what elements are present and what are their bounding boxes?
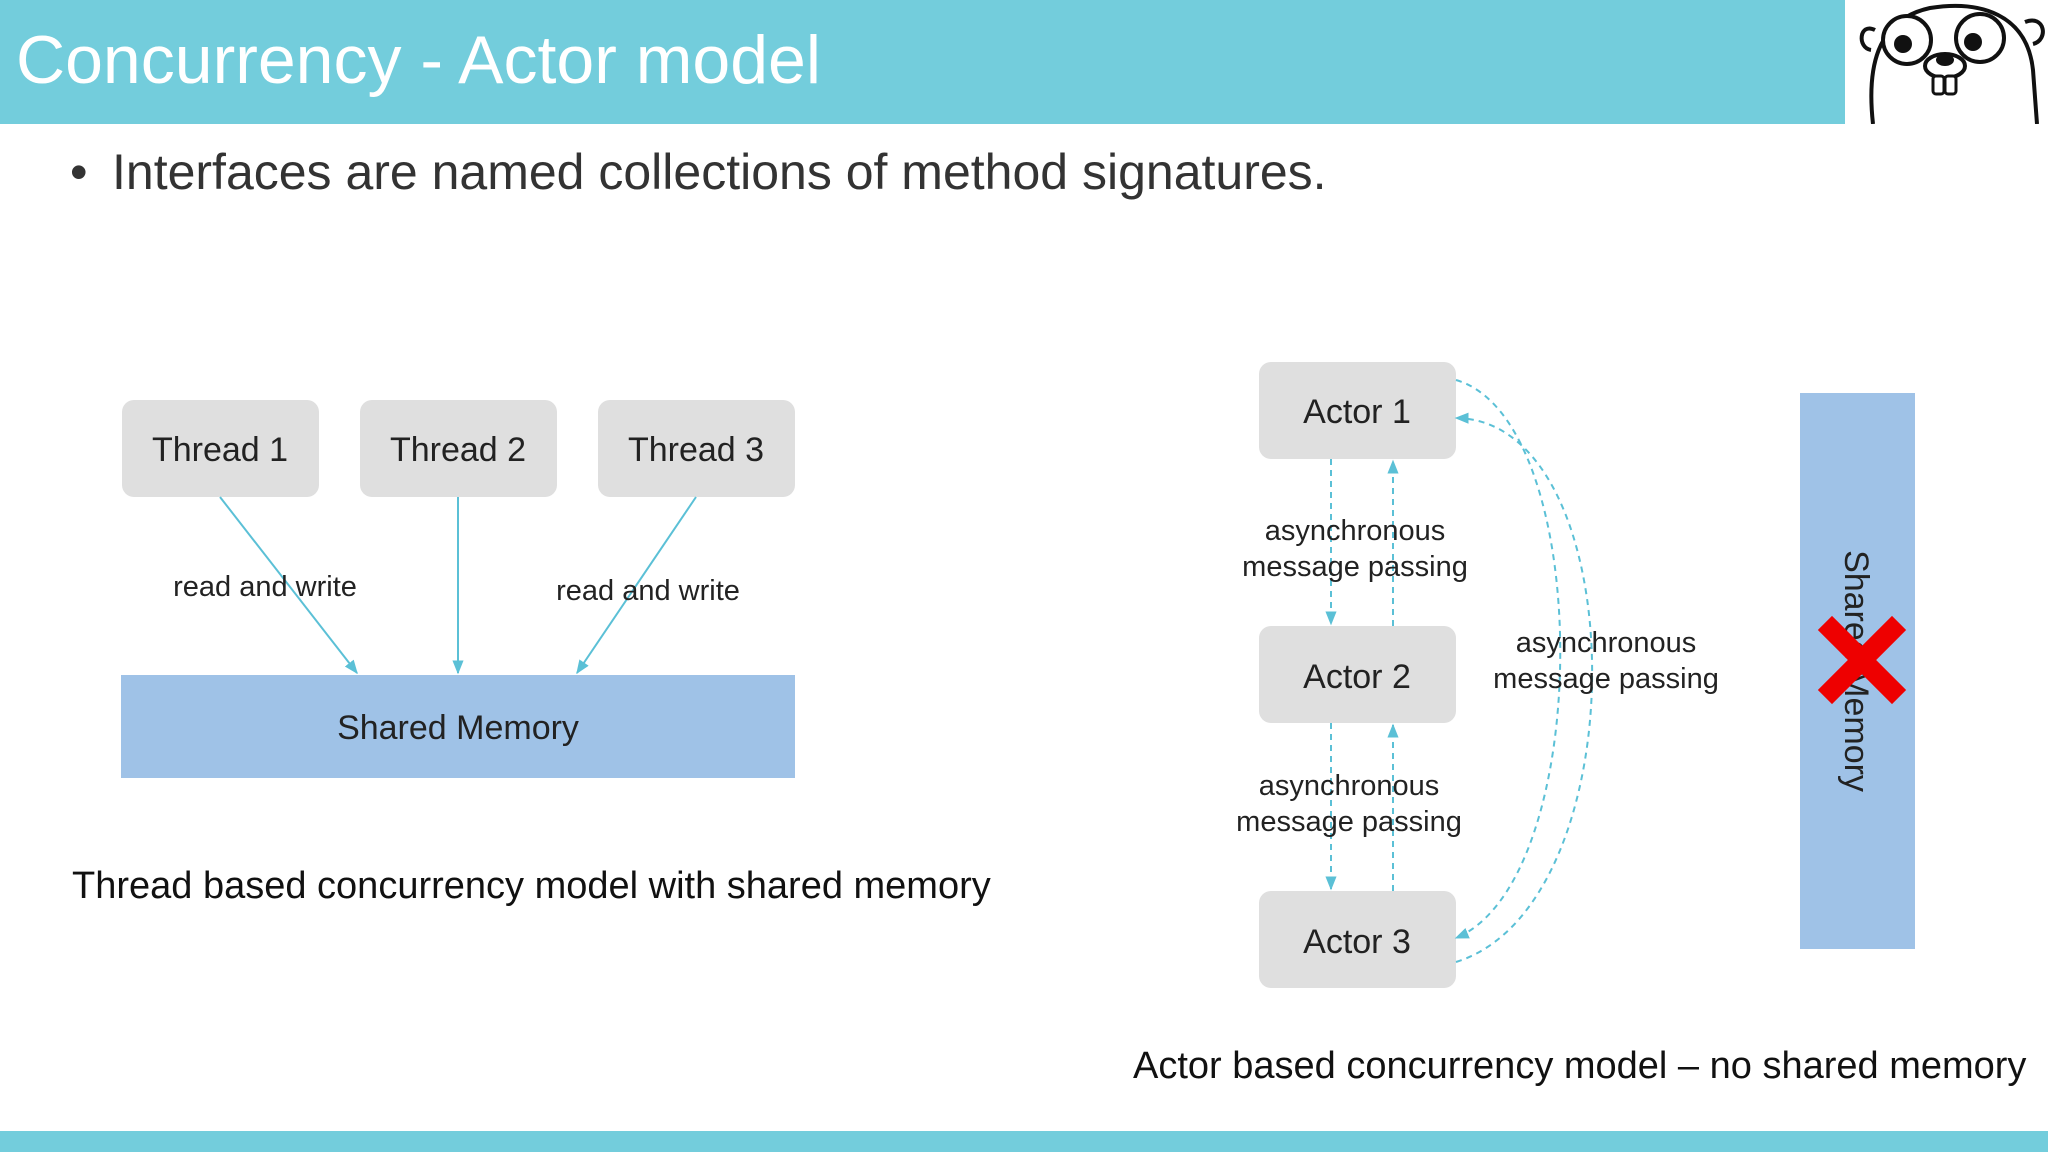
shared-memory-block bbox=[121, 675, 795, 778]
bullet-dot: • bbox=[70, 144, 88, 200]
gopher-icon bbox=[1859, 3, 2045, 125]
message-label-top-line1: asynchronous bbox=[1265, 515, 1446, 547]
actor-diagram: Actor 1 Actor 2 Actor 3 asynchronous mes… bbox=[1133, 362, 2026, 1087]
read-write-label-right: read and write bbox=[556, 575, 740, 607]
thread-3-box bbox=[598, 400, 795, 497]
actor1-to-actor3-curve bbox=[1454, 379, 1562, 939]
thread-1-label: Thread 1 bbox=[152, 431, 288, 469]
message-label-bottom-line2: message passing bbox=[1236, 806, 1462, 838]
shared-memory-label: Shared Memory bbox=[337, 709, 579, 747]
title-bar: Concurrency - Actor model bbox=[0, 0, 1845, 124]
thread-2-box bbox=[360, 400, 557, 497]
actor-3-box bbox=[1259, 891, 1456, 988]
message-label-top-line2: message passing bbox=[1242, 551, 1468, 583]
thread-2-label: Thread 2 bbox=[390, 431, 526, 469]
gopher-logo bbox=[1845, 0, 2048, 125]
actor-3-label: Actor 3 bbox=[1303, 923, 1411, 961]
thread-caption: Thread based concurrency model with shar… bbox=[72, 865, 991, 907]
actor-2-box bbox=[1259, 626, 1456, 723]
thread-3-arrow bbox=[576, 496, 697, 675]
message-label-side-line1: asynchronous bbox=[1516, 627, 1697, 659]
footer-bar bbox=[0, 1131, 2048, 1152]
actor3-to-actor1-curve bbox=[1454, 412, 1594, 963]
bullet-text: Interfaces are named collections of meth… bbox=[112, 144, 1327, 200]
actor-1-label: Actor 1 bbox=[1303, 393, 1411, 431]
thread-diagram: Thread 1 Thread 2 Thread 3 read and writ… bbox=[72, 400, 991, 907]
thread-3-label: Thread 3 bbox=[628, 431, 764, 469]
thread-1-arrow bbox=[219, 496, 358, 675]
bullet-item: • Interfaces are named collections of met… bbox=[70, 142, 1327, 202]
read-write-label-left: read and write bbox=[173, 571, 357, 603]
message-label-side-line2: message passing bbox=[1493, 663, 1719, 695]
actor-1-box bbox=[1259, 362, 1456, 459]
red-x-cross-icon bbox=[1817, 615, 1907, 705]
actor-2-label: Actor 2 bbox=[1303, 658, 1411, 696]
thread-1-box bbox=[122, 400, 319, 497]
actor-caption: Actor based concurrency model – no share… bbox=[1133, 1045, 2026, 1087]
message-label-bottom-line1: asynchronous bbox=[1259, 770, 1440, 802]
slide-title: Concurrency - Actor model bbox=[16, 22, 821, 98]
